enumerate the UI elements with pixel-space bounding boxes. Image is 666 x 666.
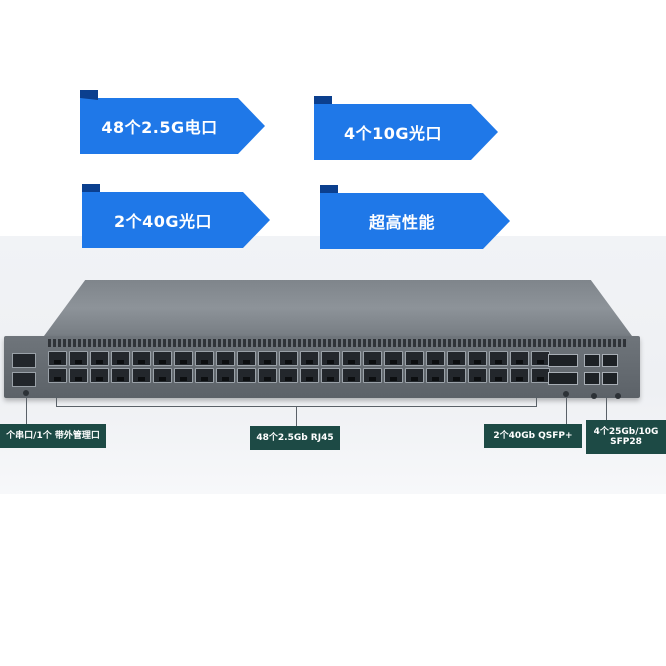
callout-label: 2个40G光口: [113, 212, 213, 231]
rj45-port: [321, 351, 340, 366]
rj45-port: [153, 351, 172, 366]
rj45-port: [384, 368, 403, 383]
leader-dot: [591, 393, 597, 399]
label-console-mgmt: 个串口/1个 带外管理口: [0, 424, 106, 448]
sfp28-port-2: [602, 354, 618, 367]
rj45-port: [405, 351, 424, 366]
rj45-port: [90, 368, 109, 383]
rj45-port: [258, 351, 277, 366]
rj45-port: [153, 368, 172, 383]
label-sfp28: 4个25Gb/10G SFP28: [586, 420, 666, 454]
rj45-port: [132, 351, 151, 366]
rj45-port: [279, 351, 298, 366]
leader-line-rj45: [536, 396, 537, 406]
rj45-port-group-3: [384, 351, 550, 383]
rj45-port: [384, 351, 403, 366]
callout-40g-optical: 2个40G光口: [82, 184, 270, 248]
leader-line-console: [26, 392, 27, 424]
sfp28-port-3: [584, 372, 600, 385]
rj45-port: [405, 368, 424, 383]
callout-arrow-shape: [320, 185, 510, 249]
rj45-port: [48, 368, 67, 383]
rj45-port: [237, 351, 256, 366]
qsfp-port-1: [548, 354, 578, 367]
console-port: [12, 353, 36, 368]
rj45-port: [447, 368, 466, 383]
label-qsfp: 2个40Gb QSFP+: [484, 424, 582, 448]
rj45-port: [90, 351, 109, 366]
rj45-port: [300, 351, 319, 366]
rj45-port: [510, 351, 529, 366]
rj45-port: [195, 351, 214, 366]
qsfp-port-2: [548, 372, 578, 385]
rj45-port: [510, 368, 529, 383]
rj45-port: [111, 351, 130, 366]
rj45-port: [237, 368, 256, 383]
rj45-port-group-1: [48, 351, 214, 383]
callout-arrow-shape: [82, 184, 270, 248]
rj45-port: [489, 368, 508, 383]
leader-dot: [563, 391, 569, 397]
rj45-port: [426, 351, 445, 366]
leader-line-sfp: [606, 396, 607, 420]
sfp28-port-1: [584, 354, 600, 367]
callout-label: 48个2.5G电口: [101, 118, 218, 137]
rj45-port: [468, 351, 487, 366]
rj45-port: [489, 351, 508, 366]
rj45-port-group-2: [216, 351, 382, 383]
callout-label: 超高性能: [368, 213, 435, 232]
label-sfp28-line2: SFP28: [610, 437, 642, 447]
label-rj45: 48个2.5Gb RJ45: [250, 426, 340, 450]
label-sfp28-line1: 4个25Gb/10G: [593, 427, 659, 437]
rj45-port: [447, 351, 466, 366]
rj45-port: [426, 368, 445, 383]
rj45-port: [342, 351, 361, 366]
callout-10g-optical: 4个10G光口: [314, 96, 498, 160]
sfp28-port-4: [602, 372, 618, 385]
rj45-port: [195, 368, 214, 383]
rj45-port: [48, 351, 67, 366]
rj45-port: [363, 368, 382, 383]
leader-dot: [23, 390, 29, 396]
callout-arrow-shape: [80, 90, 265, 154]
callout-48-port-2-5g: 48个2.5G电口: [80, 90, 265, 154]
rj45-port: [468, 368, 487, 383]
rj45-port: [69, 351, 88, 366]
leader-dot: [615, 393, 621, 399]
callout-label: 4个10G光口: [343, 124, 443, 143]
rj45-port: [69, 368, 88, 383]
rj45-port: [342, 368, 361, 383]
rj45-port: [174, 351, 193, 366]
rj45-port: [258, 368, 277, 383]
rj45-port: [111, 368, 130, 383]
rj45-port: [174, 368, 193, 383]
leader-line-rj45: [296, 406, 297, 426]
leader-line-rj45: [56, 396, 57, 406]
leader-line-qsfp: [566, 394, 567, 424]
port-status-leds: [48, 339, 628, 347]
rj45-port: [279, 368, 298, 383]
management-port: [12, 372, 36, 387]
callout-arrow-shape: [314, 96, 498, 160]
rj45-port: [363, 351, 382, 366]
rj45-port: [216, 368, 235, 383]
rj45-port: [300, 368, 319, 383]
rj45-port: [216, 351, 235, 366]
rj45-port: [132, 368, 151, 383]
rj45-port: [321, 368, 340, 383]
switch-chassis-top: [44, 280, 632, 336]
callout-high-performance: 超高性能: [320, 185, 510, 249]
